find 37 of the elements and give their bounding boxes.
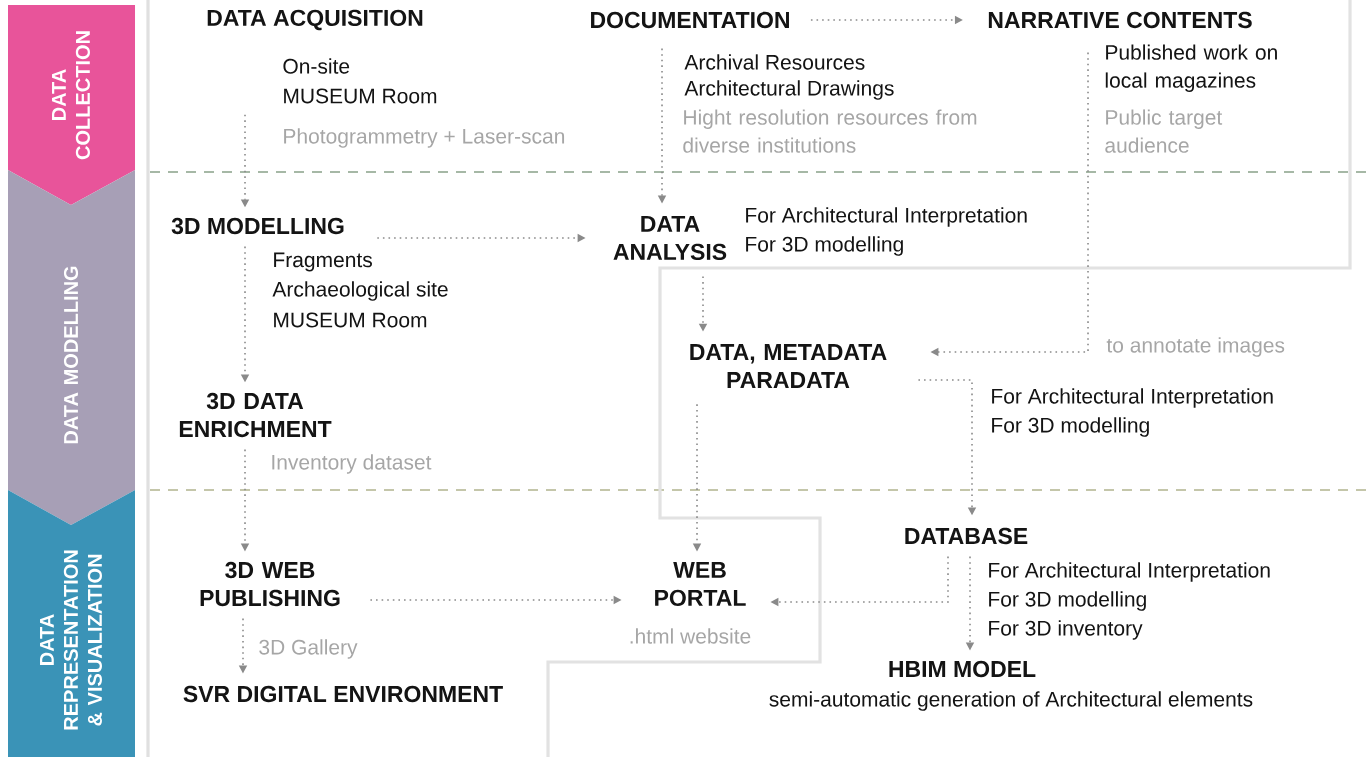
tool-note: Hight resolution resources from diverse institutions	[683, 109, 977, 153]
description-text: For Architectural Interpretation	[989, 562, 1270, 582]
stage-heading: SVR DIGITAL ENVIRONMENT	[183, 685, 503, 703]
description-text: For 3D modelling	[746, 236, 903, 256]
description-text: For 3D modelling	[992, 417, 1149, 437]
tool-note: Photogrammetry + Laser-scan	[284, 128, 565, 148]
stage-heading: 3D MODELLING	[171, 217, 344, 235]
stage-heading: DATABASE	[905, 527, 1028, 545]
stage-heading: DATA, METADATA PARADATA	[690, 344, 887, 388]
stage-heading: WEB PORTAL	[655, 562, 746, 607]
description-text: Published work on local magazines	[1105, 44, 1277, 92]
description-text: For 3D inventory	[989, 620, 1143, 640]
description-text: Architectural Drawings	[684, 80, 894, 100]
tool-note: Inventory dataset	[272, 454, 432, 474]
edge-label: to annotate images	[1104, 335, 1288, 359]
description-text: Archaeological site	[272, 281, 448, 301]
description-text: MUSEUM Room	[274, 312, 427, 328]
tool-note: .html website	[630, 628, 751, 644]
stage-heading: DOCUMENTATION	[591, 11, 789, 29]
description-text: For Architectural Interpretation	[746, 207, 1027, 227]
stage-heading: DATA ANALYSIS	[613, 216, 727, 261]
description-text: Fragments	[274, 252, 372, 272]
stage-heading: HBIM MODEL	[889, 660, 1036, 678]
edge-label: 3D Gallery	[256, 637, 360, 661]
stage-heading: NARRATIVE CONTENTS	[988, 11, 1252, 29]
description-text: For 3D modelling	[989, 591, 1146, 611]
stage-heading: DATA ACQUISITION	[207, 9, 423, 31]
description-text: Archival Resources	[684, 54, 865, 70]
description-text: semi-automatic generation of Architectural elements	[769, 691, 1253, 711]
stage-band: DATA COLLECTION	[8, 5, 135, 205]
stage-heading: 3D DATA ENRICHMENT	[179, 392, 332, 438]
stage-band: DATA REPRESENTATION & VISUALIZATION	[8, 490, 135, 757]
description-text: On-site	[283, 58, 350, 74]
stage-heading: 3D WEB PUBLISHING	[200, 561, 340, 607]
tool-note: Public target audience	[1105, 109, 1223, 153]
description-text: MUSEUM Room	[284, 88, 437, 104]
description-text: For Architectural Interpretation	[992, 388, 1273, 408]
